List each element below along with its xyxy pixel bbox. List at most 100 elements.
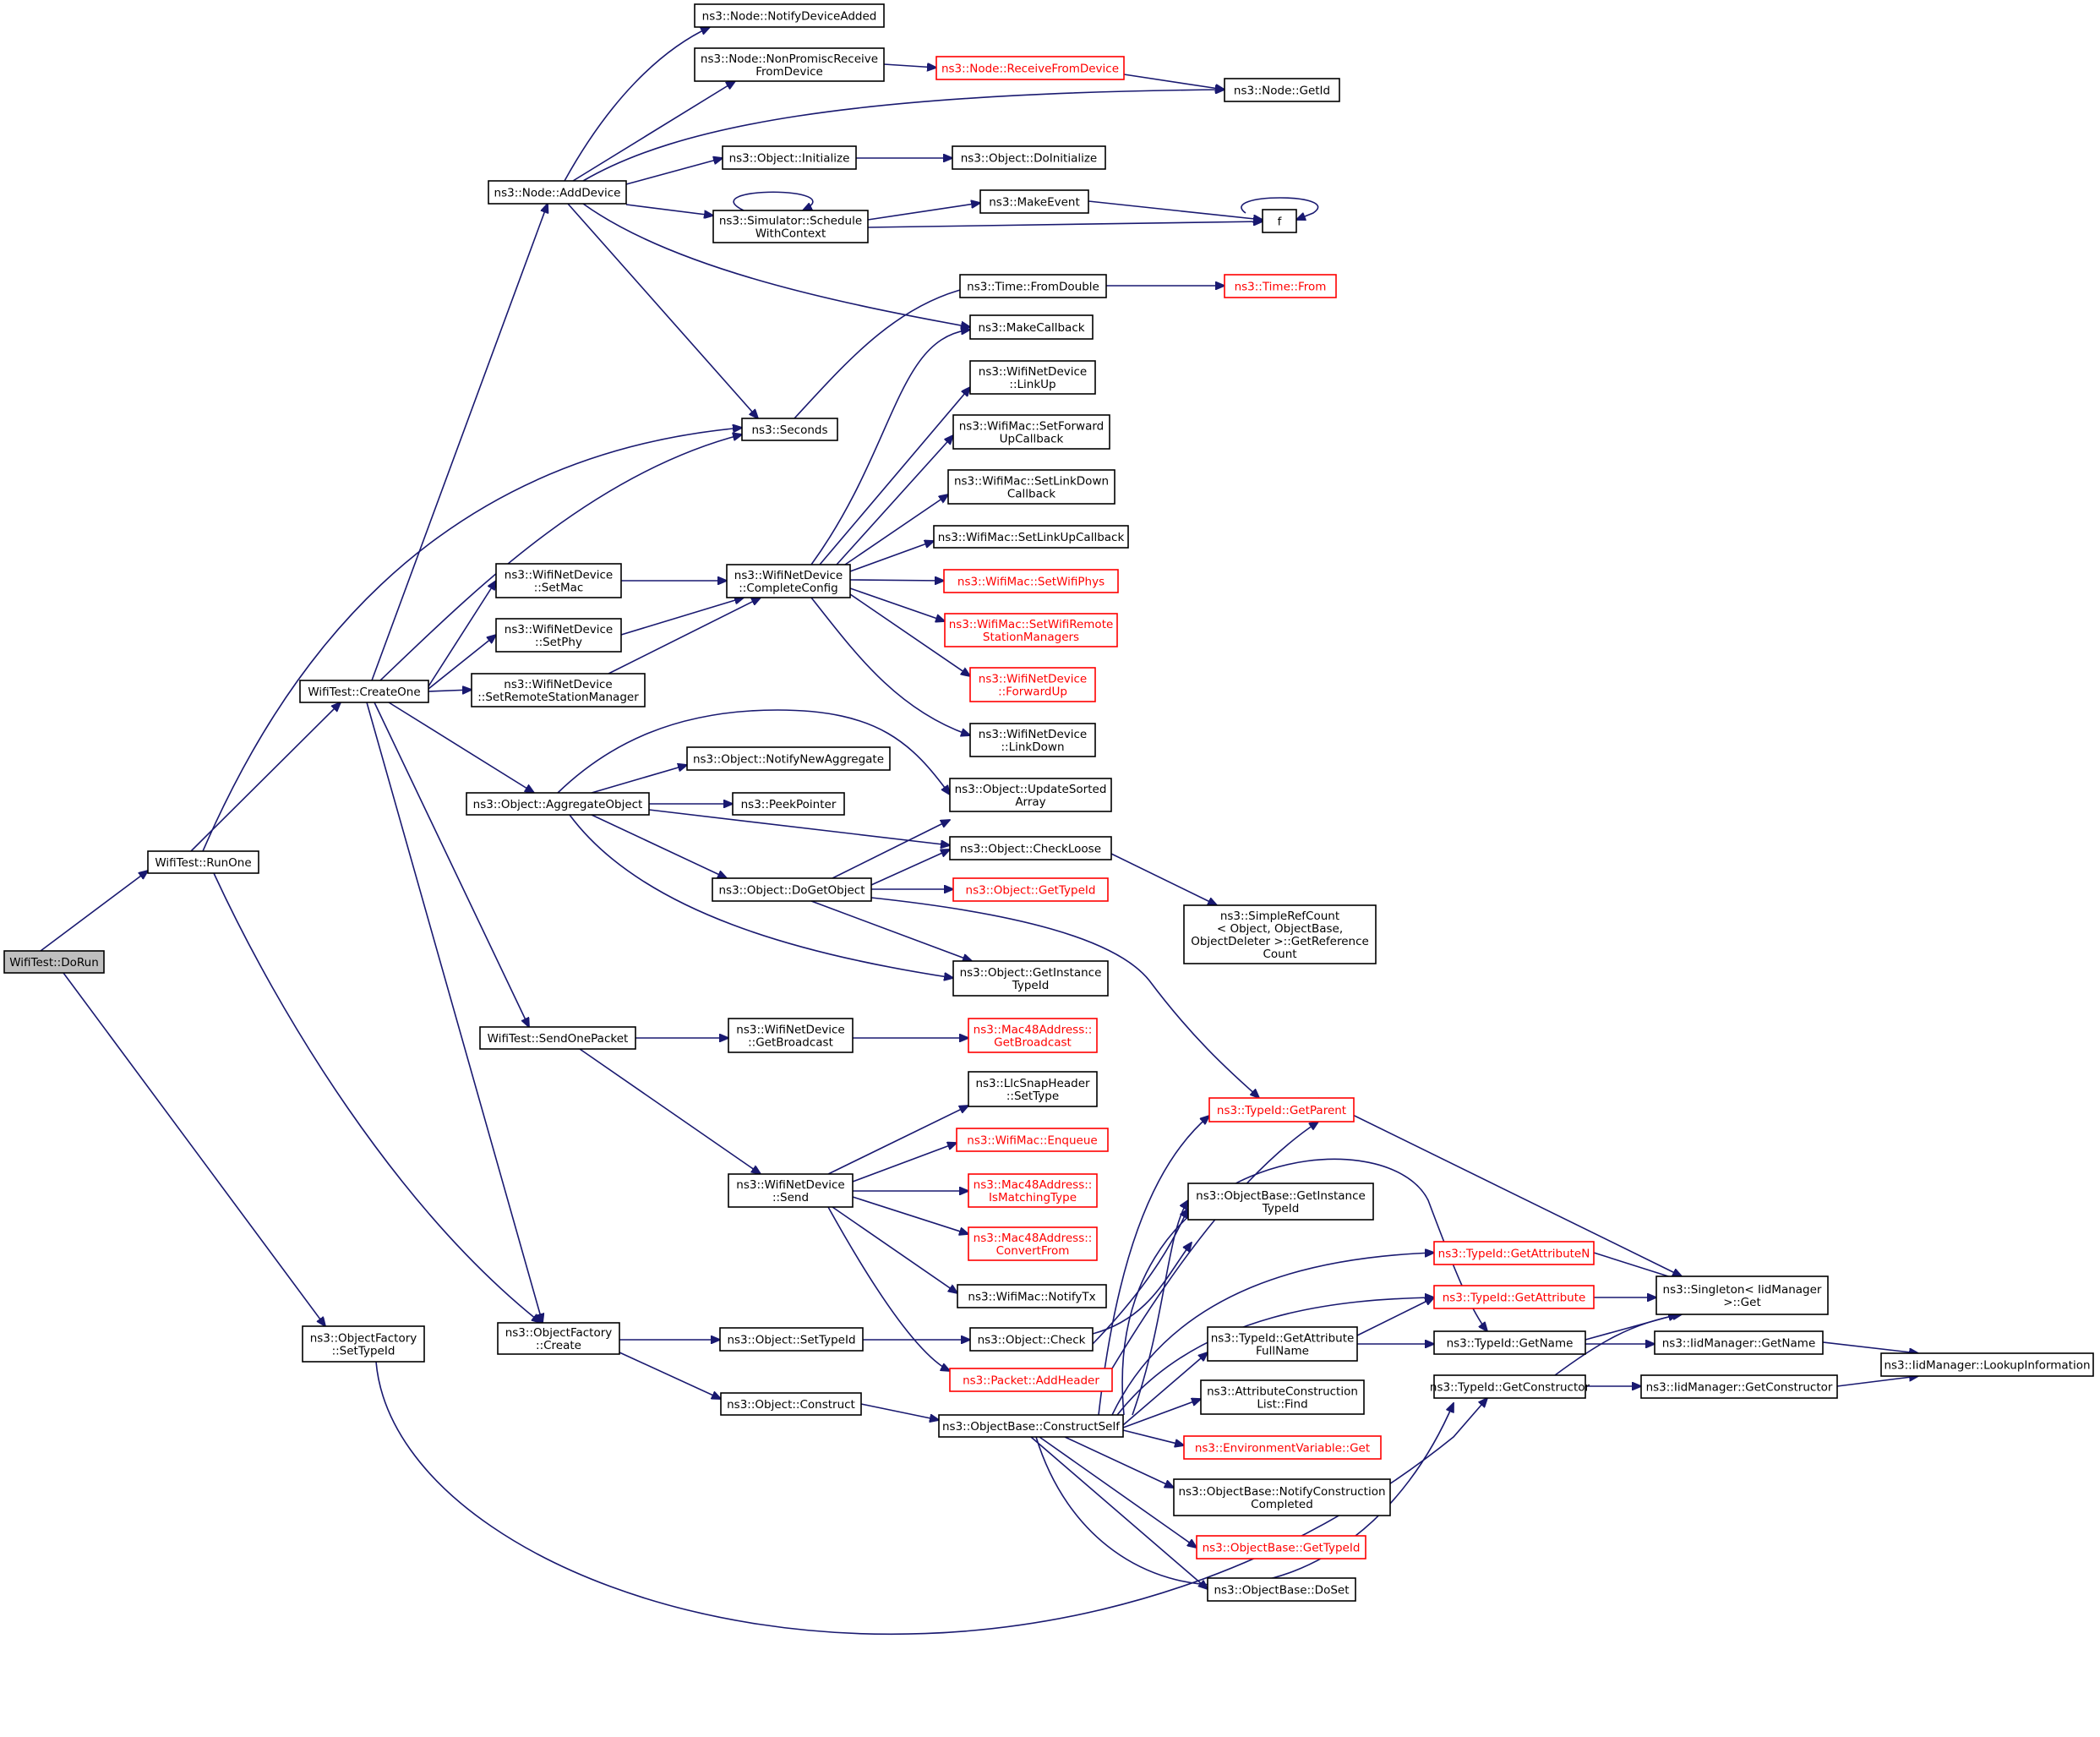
node-box — [969, 1327, 1094, 1352]
node-enqueue[interactable]: ns3::WifiMac::Enqueue — [956, 1128, 1109, 1152]
node-label: ns3::AttributeConstruction — [1207, 1385, 1358, 1399]
node-box — [471, 673, 646, 707]
node-lookupinfo[interactable]: ns3::IidManager::LookupInformation — [1880, 1352, 2094, 1377]
node-timefrom[interactable]: ns3::Time::From — [1224, 274, 1337, 298]
node-addheader[interactable]: ns3::Packet::AddHeader — [949, 1368, 1113, 1392]
node-box — [722, 145, 857, 170]
node-label: WifiTest::SendOnePacket — [488, 1032, 629, 1046]
node-linkup[interactable]: ns3::WifiNetDevice::LinkUp — [969, 360, 1096, 395]
node-iid-getconstructor[interactable]: ns3::IidManager::GetConstructor — [1640, 1374, 1838, 1399]
node-seconds[interactable]: ns3::Seconds — [741, 418, 838, 441]
node-completeconfig[interactable]: ns3::WifiNetDevice::CompleteConfig — [726, 564, 851, 598]
node-setwifiphys[interactable]: ns3::WifiMac::SetWifiPhys — [943, 569, 1119, 593]
node-convertfrom[interactable]: ns3::Mac48Address::ConvertFrom — [968, 1226, 1098, 1261]
call-edge — [810, 900, 972, 961]
node-objconstruct[interactable]: ns3::Object::Construct — [720, 1392, 862, 1416]
node-f[interactable]: f — [1262, 209, 1297, 233]
node-aggregate[interactable]: ns3::Object::AggregateObject — [466, 792, 650, 816]
node-label: ns3::ObjectBase::DoSet — [1214, 1584, 1349, 1598]
node-ismatchingtype[interactable]: ns3::Mac48Address::IsMatchingType — [968, 1173, 1098, 1208]
node-of-create[interactable]: ns3::ObjectFactory::Create — [497, 1322, 620, 1355]
call-edge — [1116, 1297, 1434, 1416]
node-getbroadcast[interactable]: ns3::WifiNetDevice::GetBroadcast — [728, 1018, 854, 1053]
node-fromdouble[interactable]: ns3::Time::FromDouble — [959, 274, 1107, 298]
node-box — [952, 877, 1109, 902]
node-settypeid[interactable]: ns3::Object::SetTypeId — [719, 1327, 864, 1352]
node-checkloose[interactable]: ns3::Object::CheckLoose — [949, 836, 1112, 860]
node-getrefcount[interactable]: ns3::SimpleRefCount< Object, ObjectBase,… — [1183, 904, 1377, 964]
node-objcheck[interactable]: ns3::Object::Check — [969, 1327, 1094, 1352]
node-linkdown[interactable]: ns3::WifiNetDevice::LinkDown — [969, 723, 1096, 757]
node-receivefromdevice[interactable]: ns3::Node::ReceiveFromDevice — [935, 56, 1125, 80]
node-getname[interactable]: ns3::TypeId::GetName — [1433, 1330, 1586, 1355]
node-setlinkup[interactable]: ns3::WifiMac::SetLinkUpCallback — [933, 525, 1129, 549]
call-nodes: WifiTest::DoRunWifiTest::RunOneWifiTest:… — [3, 3, 2094, 1602]
node-setrsm[interactable]: ns3::WifiNetDevice::SetRemoteStationMana… — [471, 673, 646, 707]
node-label: ns3::WifiNetDevice — [979, 673, 1087, 686]
node-obj-doinitialize[interactable]: ns3::Object::DoInitialize — [952, 145, 1106, 170]
node-of-settypeid[interactable]: ns3::ObjectFactory::SetTypeId — [302, 1325, 425, 1363]
node-dogetobject[interactable]: ns3::Object::DoGetObject — [712, 877, 872, 902]
node-forwardup[interactable]: ns3::WifiNetDevice::ForwardUp — [969, 667, 1096, 702]
node-notifydeviceadded[interactable]: ns3::Node::NotifyDeviceAdded — [694, 3, 885, 28]
node-box — [719, 1327, 864, 1352]
call-edge — [832, 820, 950, 879]
node-send[interactable]: ns3::WifiNetDevice::Send — [728, 1173, 854, 1208]
call-edge — [870, 897, 1259, 1098]
node-notifyconstruction[interactable]: ns3::ObjectBase::NotifyConstructionCompl… — [1173, 1478, 1391, 1516]
node-node-adddevice[interactable]: ns3::Node::AddDevice — [488, 180, 627, 205]
node-llcsettype[interactable]: ns3::LlcSnapHeader::SetType — [968, 1071, 1098, 1107]
node-peekpointer[interactable]: ns3::PeekPointer — [732, 792, 845, 816]
node-label: ns3::TypeId::GetAttribute — [1443, 1292, 1586, 1305]
node-envget[interactable]: ns3::EnvironmentVariable::Get — [1183, 1435, 1382, 1460]
node-box — [147, 850, 259, 874]
node-label: TypeId — [1012, 979, 1050, 992]
node-notifytx[interactable]: ns3::WifiMac::NotifyTx — [957, 1284, 1107, 1308]
node-setphy[interactable]: ns3::WifiNetDevice::SetPhy — [495, 618, 622, 653]
node-setwifirsm[interactable]: ns3::WifiMac::SetWifiRemoteStationManage… — [944, 613, 1118, 647]
node-mac48getbroadcast[interactable]: ns3::Mac48Address::GetBroadcast — [968, 1018, 1098, 1053]
node-constructself[interactable]: ns3::ObjectBase::ConstructSelf — [938, 1414, 1124, 1438]
node-makeevent[interactable]: ns3::MakeEvent — [979, 189, 1089, 214]
node-label: ns3::Object::DoInitialize — [961, 152, 1098, 166]
node-node-getid[interactable]: ns3::Node::GetId — [1224, 78, 1340, 102]
node-getconstructor[interactable]: ns3::TypeId::GetConstructor — [1430, 1374, 1590, 1399]
node-makecallback[interactable]: ns3::MakeCallback — [969, 314, 1094, 340]
node-label: ns3::WifiNetDevice — [736, 1178, 844, 1192]
call-edge — [1822, 1341, 1918, 1353]
node-dorun[interactable]: WifiTest::DoRun — [3, 950, 105, 974]
node-objbase-gettypeid[interactable]: ns3::ObjectBase::GetTypeId — [1196, 1535, 1366, 1559]
call-edge — [591, 814, 727, 878]
node-getattribute[interactable]: ns3::TypeId::GetAttribute — [1433, 1285, 1595, 1309]
node-doset[interactable]: ns3::ObjectBase::DoSet — [1207, 1577, 1356, 1602]
node-singleton[interactable]: ns3::Singleton< IidManager>::Get — [1655, 1275, 1829, 1315]
node-getattributen[interactable]: ns3::TypeId::GetAttributeN — [1433, 1241, 1595, 1265]
node-createone[interactable]: WifiTest::CreateOne — [299, 680, 429, 703]
node-obj-gettypeid[interactable]: ns3::Object::GetTypeId — [952, 877, 1109, 902]
node-label: ::SetPhy — [535, 636, 582, 649]
node-sendonepacket[interactable]: WifiTest::SendOnePacket — [479, 1026, 636, 1050]
node-box — [949, 836, 1112, 860]
node-label: ns3::Object::CheckLoose — [960, 843, 1101, 856]
call-edge — [1111, 1253, 1434, 1416]
node-gettparent[interactable]: ns3::TypeId::GetParent — [1208, 1097, 1355, 1122]
node-label: ns3::MakeCallback — [978, 321, 1084, 335]
call-edge — [371, 204, 548, 681]
call-edge — [852, 1196, 968, 1234]
node-notifynewagg[interactable]: ns3::Object::NotifyNewAggregate — [686, 746, 891, 771]
call-edge — [870, 849, 950, 886]
node-setmac[interactable]: ns3::WifiNetDevice::SetMac — [495, 563, 622, 598]
node-obj-initialize[interactable]: ns3::Object::Initialize — [722, 145, 857, 170]
node-runone[interactable]: WifiTest::RunOne — [147, 850, 259, 874]
node-label: IsMatchingType — [989, 1191, 1077, 1204]
node-iid-getname[interactable]: ns3::IidManager::GetName — [1654, 1330, 1824, 1355]
